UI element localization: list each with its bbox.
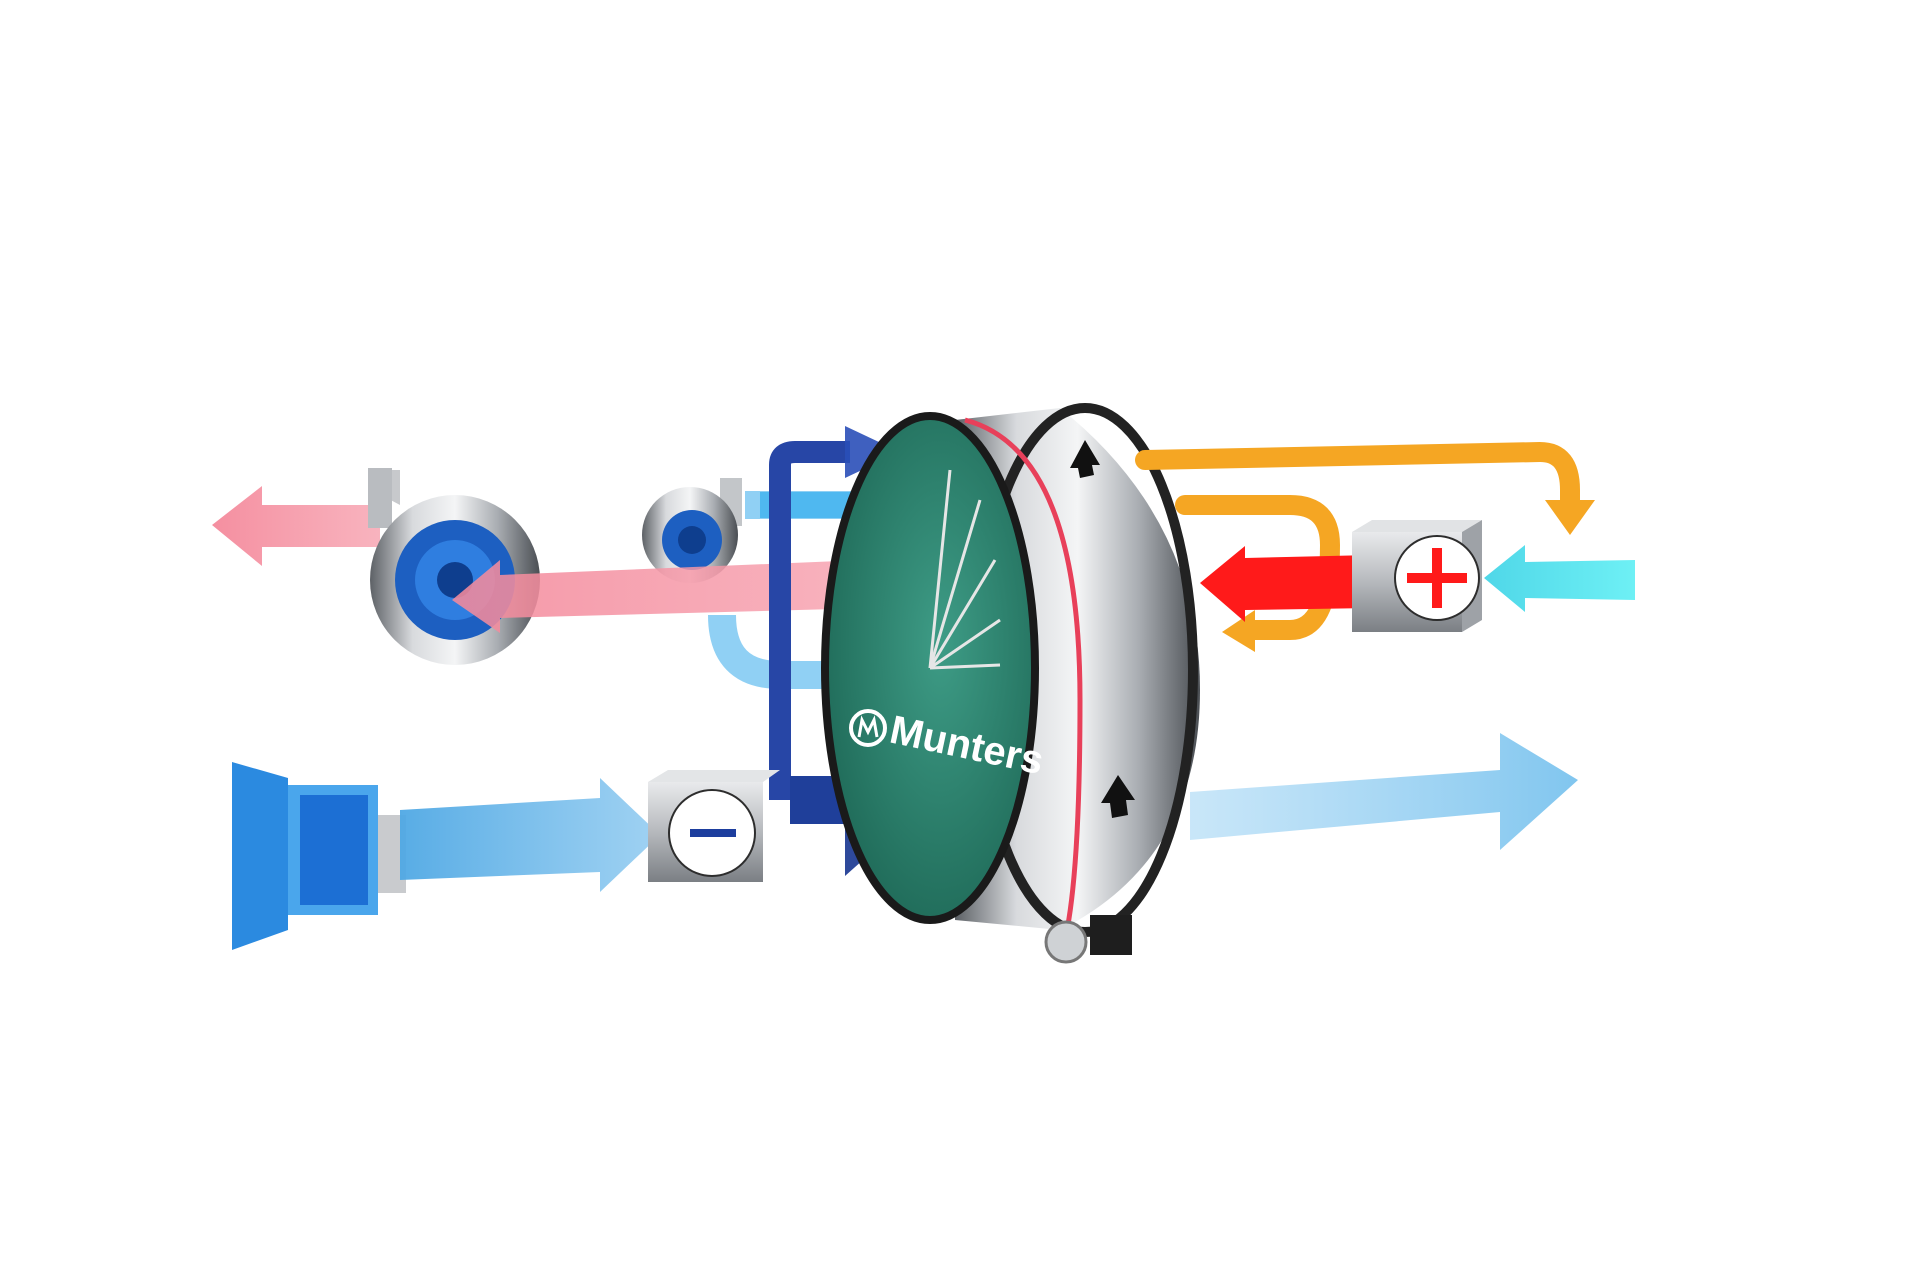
munters-logo-icon bbox=[849, 709, 887, 747]
rotation-arrow-icon bbox=[1101, 775, 1135, 818]
supply-air-outlet-arrow bbox=[1190, 733, 1578, 850]
recirculation-loop bbox=[1135, 441, 1580, 640]
purge-air-arrow bbox=[760, 478, 930, 532]
process-inlet-air-arrow bbox=[400, 778, 660, 892]
rotation-arrow-icon bbox=[1070, 440, 1100, 478]
cooler-minus-icon bbox=[690, 829, 736, 837]
heater-coil bbox=[1352, 520, 1482, 632]
purge-fan bbox=[642, 478, 742, 583]
heated-regeneration-air-arrow bbox=[1200, 546, 1372, 622]
recirculation-return-arrow bbox=[1222, 610, 1255, 652]
drive-belt bbox=[964, 417, 1083, 959]
heater-plus-icon bbox=[1407, 548, 1467, 608]
desiccant-rotor: Munters bbox=[821, 403, 1200, 964]
regeneration-fan bbox=[368, 468, 540, 665]
regeneration-inlet-air-arrow bbox=[1484, 545, 1635, 612]
recirculation-arrow bbox=[1545, 500, 1595, 535]
process-inlet-fan bbox=[232, 762, 406, 950]
cooler-coil bbox=[648, 770, 780, 882]
regeneration-exhaust-arrow bbox=[212, 486, 380, 566]
